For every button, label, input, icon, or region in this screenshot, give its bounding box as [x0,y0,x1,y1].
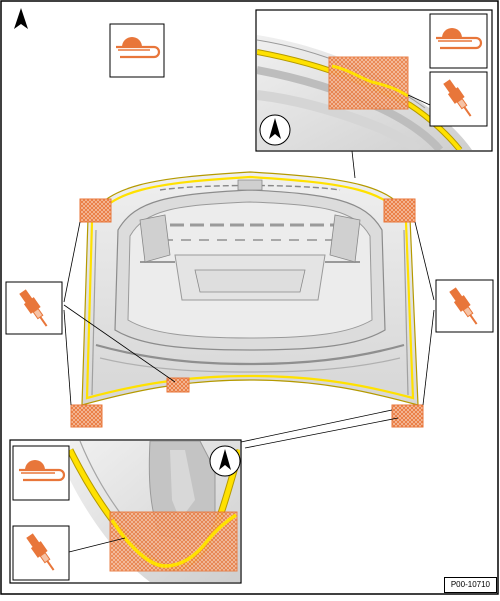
hatched-zone [166,377,190,393]
hatched-zones-main [70,198,424,428]
hatched-zone [328,56,409,110]
hood-panel [81,171,419,406]
bottom-left-detail [9,439,242,584]
figure-reference-code: P00-10710 [443,577,497,593]
hatched-zone [391,404,424,428]
top-right-detail [255,9,493,152]
leader-lines [63,150,435,449]
hatched-zone [79,198,112,223]
hatched-zone [109,511,238,572]
adhesive-applicator-icon [435,279,494,333]
seam-profile-icon [109,23,165,78]
arrow-up-icon [259,114,291,146]
hatched-zone [383,198,416,223]
arrow-up-icon [14,8,28,29]
hatched-zone [70,404,103,428]
arrow-up-icon [209,445,241,477]
seam-profile-icon [429,13,488,69]
adhesive-applicator-icon [429,71,488,127]
seam-profile-icon [12,445,70,501]
adhesive-applicator-icon [12,525,70,581]
adhesive-applicator-icon [5,281,63,335]
